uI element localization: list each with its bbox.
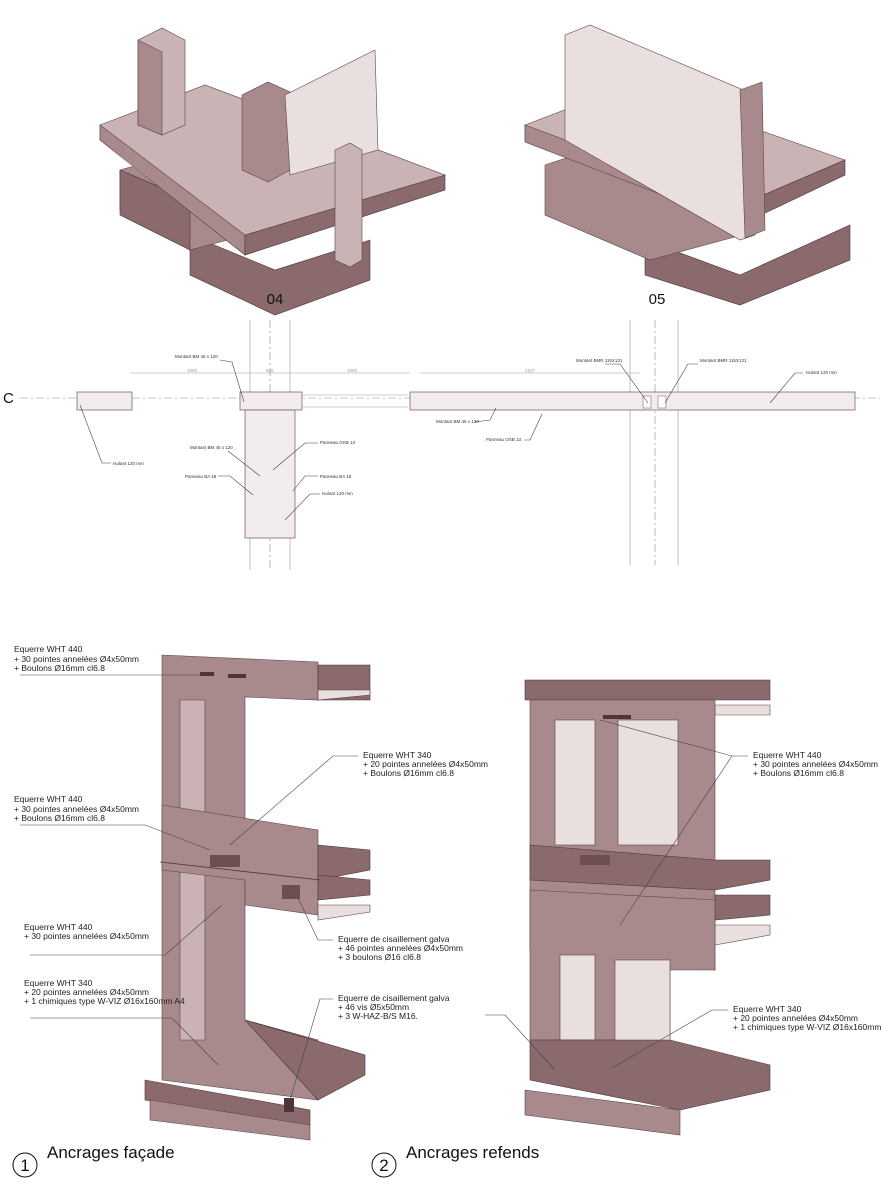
annotation-line: + 30 pointes annelées Ø4x50mm — [14, 654, 139, 664]
dimension: 1000 — [347, 368, 358, 373]
annotation-line: + 3 W-HAZ-B/S M16. — [338, 1011, 418, 1021]
annotation: Equerre WHT 340 + 20 pointes annelées Ø4… — [24, 978, 219, 1066]
annotation-line: Equerre WHT 340 — [733, 1004, 802, 1014]
label-panneau-ba: Panneau BA 18 — [185, 474, 217, 479]
annotation-line: + Boulons Ø16mm cl6.8 — [753, 768, 844, 778]
caption-title: Ancrages refends — [406, 1143, 539, 1162]
label-montant-bm: Montant BM 45 x 120 — [175, 354, 218, 359]
label-panneau-osb: Panneau OSB 13 — [320, 440, 356, 445]
annotation-line: + Boulons Ø16mm cl6.8 — [14, 813, 105, 823]
annotation-line: Equerre WHT 340 — [24, 978, 93, 988]
label-isolant: Isolant 120 mm — [322, 491, 353, 496]
view-number-04: 04 — [267, 291, 284, 308]
annotation: Equerre WHT 340 + 20 pointes annelées Ø4… — [485, 1004, 883, 1071]
annotation: Equerre WHT 440 + 30 pointes annelées Ø4… — [14, 794, 211, 851]
caption-facade: 1 Ancrages façade — [12, 1143, 175, 1178]
annotation-line: Equerre de cisaillement galva — [338, 993, 450, 1003]
annotation: Equerre de cisaillement galva + 46 vis Ø… — [289, 993, 450, 1101]
label-isolant: Isolant 120 mm — [113, 461, 144, 466]
annotation: Equerre de cisaillement galva + 46 point… — [297, 897, 463, 962]
annotation-line: + 46 vis Ø5x50mm — [338, 1002, 409, 1012]
label-panneau-ba: Panneau BA 18 — [320, 474, 352, 479]
axis-label: C — [3, 390, 14, 407]
view-number-05: 05 — [649, 291, 666, 308]
plan-section: C 1000 546 1000 2227 — [3, 320, 880, 570]
axonometric-view-05 — [524, 24, 851, 306]
annotation-line: Equerre de cisaillement galva — [338, 934, 450, 944]
label-montant-bm: Montant BM 45 x 120 — [436, 419, 479, 424]
axonometric-view-04 — [99, 27, 446, 316]
annotation-line: + 1 chimiques type W-VIZ Ø16x160mm A4 — [24, 996, 185, 1006]
annotation-line: + 30 pointes annelées Ø4x50mm — [24, 931, 149, 941]
caption-number: 2 — [379, 1156, 388, 1175]
annotation: Equerre WHT 440 + 30 pointes annelées Ø4… — [14, 644, 205, 676]
label-montant-bmr: Montant BMR 115X131 — [576, 358, 623, 363]
annotation-line: + 46 pointes annelées Ø4x50mm — [338, 943, 463, 953]
caption-refends: 2 Ancrages refends — [371, 1143, 539, 1178]
annotation-line: + 20 pointes annelées Ø4x50mm — [24, 987, 149, 997]
facade-annotations: Equerre WHT 440 + 30 pointes annelées Ø4… — [14, 644, 488, 1101]
annotation-line: Equerre WHT 440 — [14, 794, 83, 804]
annotation: Equerre WHT 440 + 30 pointes annelées Ø4… — [599, 719, 878, 926]
label-panneau-osb: Panneau OSB 13 — [486, 437, 522, 442]
label-montant-bm: Montant BM 45 x 120 — [190, 445, 233, 450]
caption-number: 1 — [20, 1156, 29, 1175]
annotation-line: + 1 chimiques type W-VIZ Ø16x160mm A4 — [733, 1022, 883, 1032]
annotation-line: Equerre WHT 440 — [753, 750, 822, 760]
caption-title: Ancrages façade — [47, 1143, 175, 1162]
facade-anchors-drawing — [144, 654, 371, 1141]
annotation-line: + 3 boulons Ø16 cl6.8 — [338, 952, 421, 962]
refends-anchors-drawing — [524, 679, 771, 1136]
plan-annotations: Montant BM 45 x 120 Isolant 120 mm Monta… — [79, 354, 837, 521]
annotation-line: + Boulons Ø16mm cl6.8 — [363, 768, 454, 778]
refends-annotations: Equerre WHT 440 + 30 pointes annelées Ø4… — [485, 719, 883, 1071]
annotation-line: + Boulons Ø16mm cl6.8 — [14, 663, 105, 673]
label-montant-bmr: Montant BMR 115X131 — [700, 358, 747, 363]
annotation-line: Equerre WHT 440 — [14, 644, 83, 654]
annotation-line: Equerre WHT 440 — [24, 922, 93, 932]
annotation: Equerre WHT 440 + 30 pointes annelées Ø4… — [24, 904, 223, 956]
annotation: Equerre WHT 340 + 20 pointes annelées Ø4… — [229, 750, 488, 846]
dimension: 2227 — [525, 368, 536, 373]
annotation-line: + 30 pointes annelées Ø4x50mm — [753, 759, 878, 769]
dimension: 1000 — [187, 368, 198, 373]
annotation-line: + 20 pointes annelées Ø4x50mm — [363, 759, 488, 769]
annotation-line: + 20 pointes annelées Ø4x50mm — [733, 1013, 858, 1023]
label-isolant: Isolant 120 mm — [806, 370, 837, 375]
annotation-line: Equerre WHT 340 — [363, 750, 432, 760]
annotation-line: + 30 pointes annelées Ø4x50mm — [14, 804, 139, 814]
